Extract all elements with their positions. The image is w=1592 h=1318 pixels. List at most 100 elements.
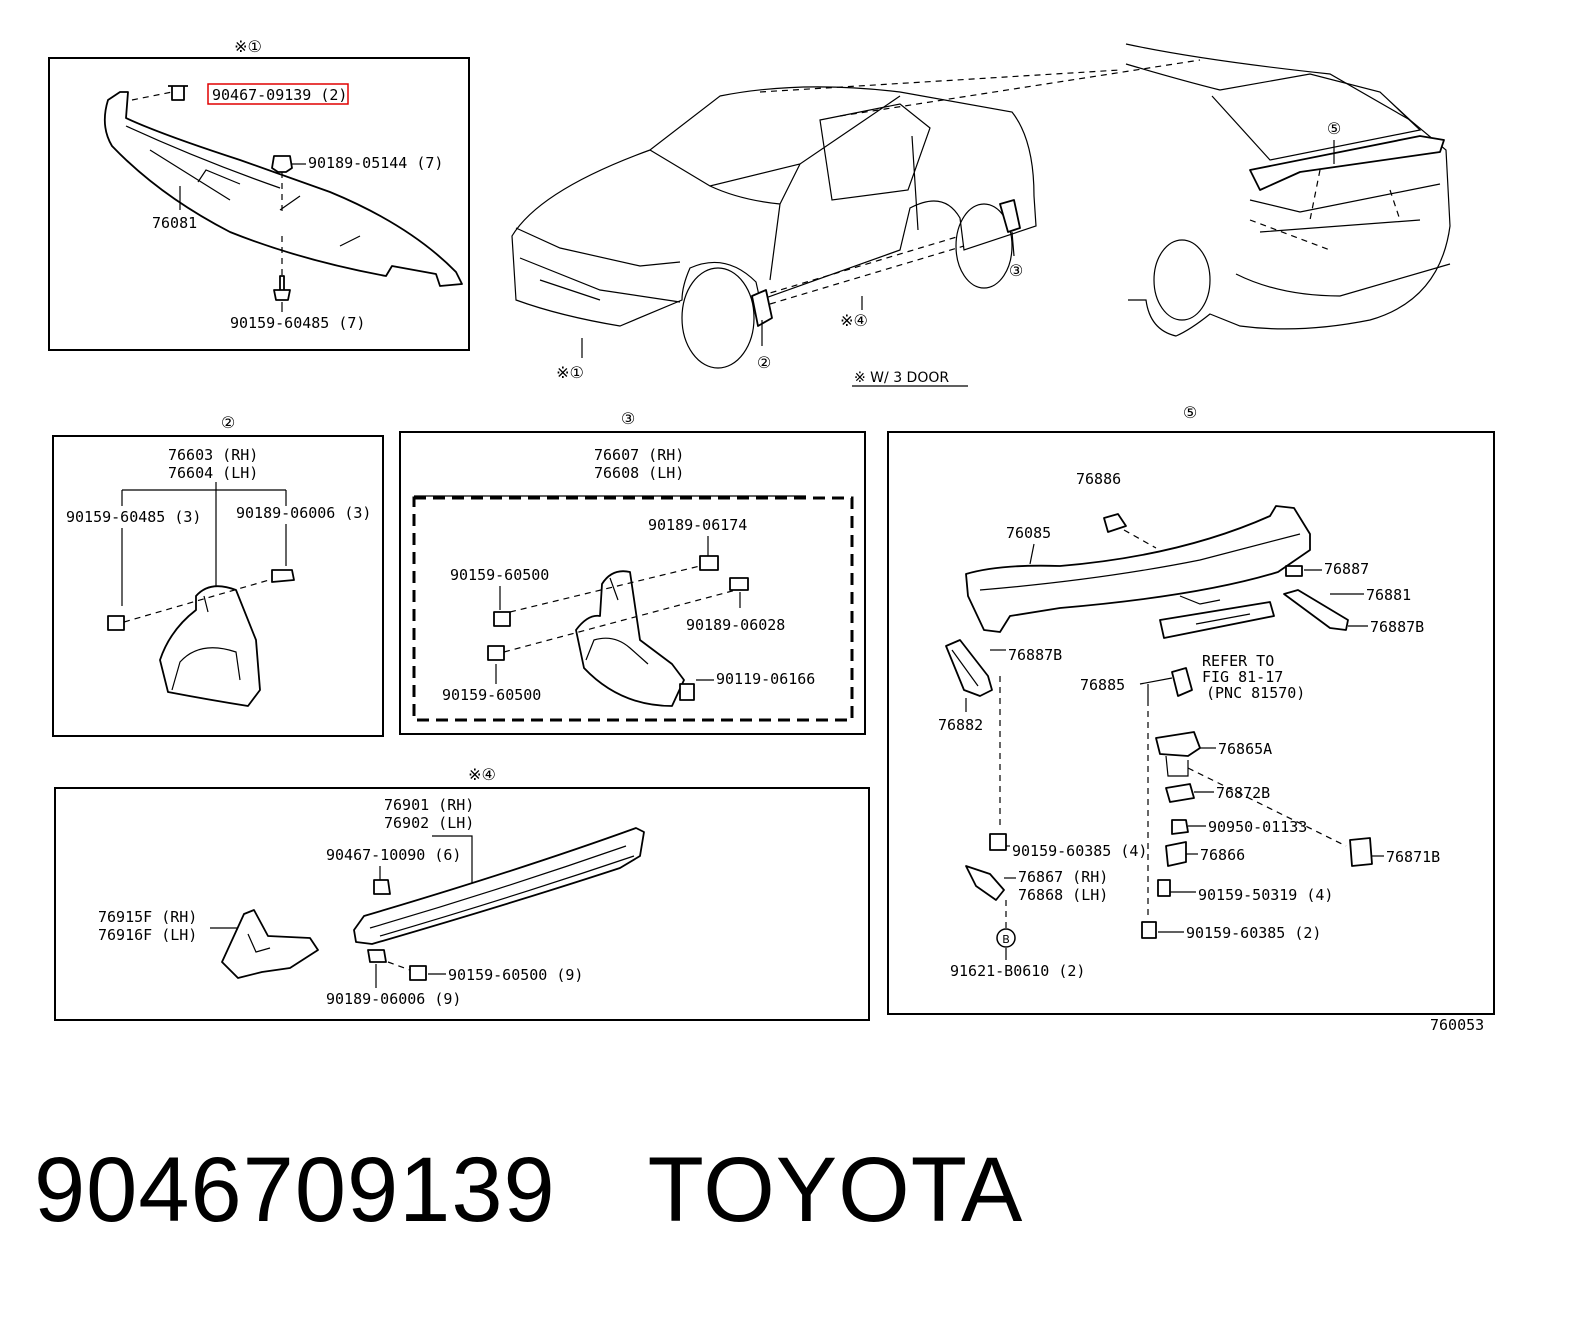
section-1-front-spoiler: ※① 90467-09139 (2) 90189-05144 (7) 76081… [48,37,470,351]
cap-76871b-icon [1349,837,1373,867]
clip-icon [271,569,295,583]
label-clip-10090: 90467-10090 (6) [326,846,461,864]
label-76608: 76608 (LH) [594,464,684,482]
section-4-frame [54,787,870,1021]
label-76866: 76866 [1200,846,1245,864]
car-front-view: ※① ② ③ ※④ ※ W/ 3 DOOR [511,59,1201,387]
clip-icon [367,949,387,963]
mudflap-front-icon [751,289,773,327]
caption-brand: TOYOTA [647,1139,1024,1241]
label-76901: 76901 (RH) [384,796,474,814]
side-mudflap-icon [221,909,319,979]
rear-spoiler-icon [1249,135,1445,191]
label-76872b: 76872B [1216,784,1270,802]
section-2-header: ② [221,413,235,432]
label-screw-60385-4: 90159-60385 (4) [1012,842,1147,860]
label-screw-60485: 90159-60485 (3) [66,508,201,526]
label-76868: 76868 (LH) [1018,886,1108,904]
label-screw: 90159-60485 (7) [230,314,365,332]
label-76887: 76887 [1324,560,1369,578]
label-76887b-right: 76887B [1370,618,1424,636]
label-screw-50319: 90159-50319 (4) [1198,886,1333,904]
car-callout-3: ③ [1009,261,1023,280]
section-1-frame [48,57,470,351]
mudflap-76603-icon [159,585,261,707]
label-spoiler: 76081 [152,214,197,232]
screw-icon [1141,921,1157,939]
section-3-dashed-outline [412,496,854,722]
screw-icon [409,965,427,981]
front-wheel-icon [681,267,755,369]
label-76604: 76604 (LH) [168,464,258,482]
label-screw-top: 90159-60500 [450,566,549,584]
label-screw-bottom: 90159-60500 [442,686,541,704]
section-4-header: ※④ [468,765,496,784]
rocker-molding-icon [353,827,645,945]
label-76902: 76902 (LH) [384,814,474,832]
label-76871b: 76871B [1386,848,1440,866]
section-1-header: ※① [234,37,262,56]
label-76916f: 76916F (LH) [98,926,197,944]
label-clip-06006: 90189-06006 (9) [326,990,461,1008]
front-spoiler-76081 [103,91,463,287]
mudflap-76607-icon [575,570,685,707]
rear-spoiler-76085-icon [965,505,1311,633]
bracket-76885-icon [1171,667,1193,697]
clip-icon [699,555,719,571]
seal-76872b-icon [1165,783,1195,803]
car-rear-view: ⑤ [1125,43,1451,337]
section-2-frame [52,435,384,737]
label-76887b-left: 76887B [1008,646,1062,664]
highlight-box [207,83,349,105]
label-76865a: 76865A [1218,740,1272,758]
label-refer-3: (PNC 81570) [1206,684,1305,702]
car-callout-4: ※④ [840,311,868,330]
label-clip-06174: 90189-06174 [648,516,747,534]
label-76881: 76881 [1366,586,1411,604]
label-bolt: 90119-06166 [716,670,815,688]
label-refer-1: REFER TO [1202,652,1274,670]
gasket-76881-icon [1283,589,1349,631]
car-callout-2: ② [757,353,771,372]
hinge-76865a-icon [1155,731,1201,757]
clip-icon [729,577,749,591]
label-91621: 91621-B0610 (2) [950,962,1085,980]
label-screw-60385-2: 90159-60385 (2) [1186,924,1321,942]
label-clip: 90189-05144 (7) [308,154,443,172]
fig-id: 760053 [1430,1016,1484,1034]
gasket-76882-icon [945,639,993,697]
clip-icon [271,155,293,173]
car-note: ※ W/ 3 DOOR [854,370,949,386]
washer-icon [1285,565,1303,577]
section-3-header: ③ [621,409,635,428]
label-76085: 76085 [1006,524,1051,542]
label-76867: 76867 (RH) [1018,868,1108,886]
screw-icon [273,275,291,301]
label-76886: 76886 [1076,470,1121,488]
screw-icon [487,645,505,661]
label-76915f: 76915F (RH) [98,908,197,926]
caption-part-number: 9046709139 [34,1139,556,1241]
label-refer-2: FIG 81-17 [1202,668,1283,686]
section-2-front-mudguard: ② 76603 (RH) 76604 (LH) 90159-60485 (3) … [52,413,384,737]
label-76882: 76882 [938,716,983,734]
fastener-icon [168,85,188,101]
label-76607: 76607 (RH) [594,446,684,464]
section-3-frame [399,431,866,735]
bracket-76867-icon [965,865,1005,901]
section-5-rear-spoiler: ⑤ 76886 76085 76887 76881 76887B REFER T… [887,403,1495,1034]
label-nut-01133: 90950-01133 [1208,818,1307,836]
mudflap-rear-icon [999,199,1021,233]
label-screw-60500: 90159-60500 (9) [448,966,583,984]
screw-icon [493,611,511,627]
section-5-header: ⑤ [1183,403,1197,422]
car-callout-5: ⑤ [1327,119,1341,138]
stay-76866-icon [1165,841,1187,867]
rear-view-wheel-icon [1153,239,1211,321]
rear-body-outline [1125,43,1451,337]
label-clip-06006: 90189-06006 (3) [236,504,371,522]
bolt-icon [679,683,695,701]
b-mark-label: B [1002,933,1010,946]
screw-icon [107,615,125,631]
